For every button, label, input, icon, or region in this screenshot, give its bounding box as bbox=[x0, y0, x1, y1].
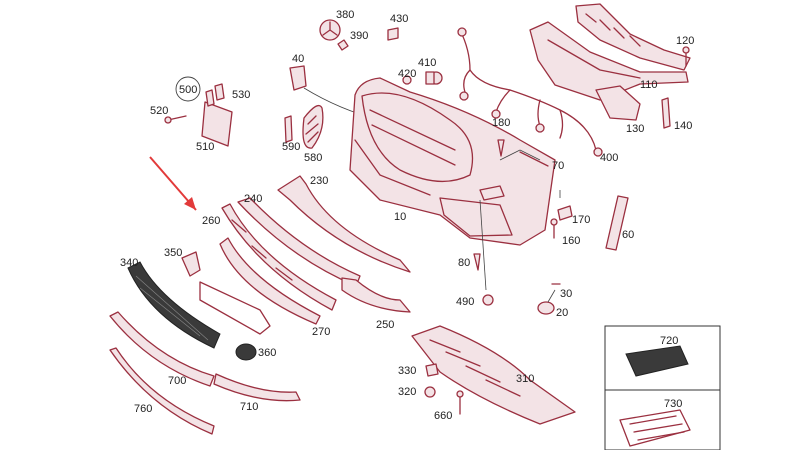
part-760-trim bbox=[109, 347, 215, 435]
part-410-sensor bbox=[425, 71, 443, 85]
part-labels: 380 430 390 120 40 410 420 500 530 520 5… bbox=[120, 9, 694, 422]
part-250-trim bbox=[341, 277, 411, 313]
label-400: 400 bbox=[600, 152, 618, 164]
part-230-trim bbox=[277, 175, 411, 273]
part-380-emblem bbox=[319, 19, 341, 41]
label-320: 320 bbox=[398, 386, 416, 398]
label-430: 430 bbox=[390, 13, 408, 25]
part-390-bracket bbox=[337, 39, 349, 51]
part-120-screw bbox=[682, 46, 690, 67]
label-20: 20 bbox=[556, 307, 568, 319]
leader-lines bbox=[499, 149, 561, 303]
part-340-grille bbox=[127, 261, 221, 349]
part-140-strip bbox=[661, 97, 671, 129]
label-530: 530 bbox=[232, 89, 250, 101]
part-420-sensor bbox=[402, 75, 412, 85]
part-500-plate-group bbox=[164, 76, 233, 147]
label-70: 70 bbox=[552, 160, 564, 172]
part-700-trim bbox=[109, 311, 215, 387]
label-170: 170 bbox=[572, 214, 590, 226]
label-230: 230 bbox=[310, 175, 328, 187]
part-720-insert bbox=[625, 345, 689, 377]
label-130: 130 bbox=[626, 123, 644, 135]
label-330: 330 bbox=[398, 365, 416, 377]
label-240: 240 bbox=[244, 193, 262, 205]
label-510: 510 bbox=[196, 141, 214, 153]
label-310: 310 bbox=[516, 373, 534, 385]
red-arrow-icon bbox=[149, 156, 197, 211]
part-660-bolt bbox=[456, 390, 464, 415]
label-340: 340 bbox=[120, 257, 138, 269]
part-130-bracket bbox=[595, 85, 641, 121]
part-20-cap bbox=[537, 301, 555, 315]
label-760: 760 bbox=[134, 403, 152, 415]
label-180: 180 bbox=[492, 117, 510, 129]
part-170-clip bbox=[557, 205, 573, 221]
part-590-clip bbox=[284, 115, 293, 143]
label-500: 500 bbox=[179, 84, 197, 96]
label-380: 380 bbox=[336, 9, 354, 21]
part-60-bracket bbox=[605, 195, 629, 251]
part-310-underbody-panel bbox=[411, 325, 576, 425]
part-360-cover bbox=[235, 343, 257, 361]
part-730-frame bbox=[619, 409, 691, 447]
part-110-impact-bar bbox=[529, 3, 691, 101]
label-120: 120 bbox=[676, 35, 694, 47]
part-70-strip bbox=[519, 151, 549, 167]
part-180-clip bbox=[497, 139, 505, 157]
part-490-sensor bbox=[479, 199, 494, 306]
part-330-clip bbox=[425, 363, 439, 377]
part-400-harness bbox=[457, 27, 603, 157]
label-140: 140 bbox=[674, 120, 692, 132]
part-80-clip bbox=[473, 253, 481, 271]
label-520: 520 bbox=[150, 105, 168, 117]
part-260-trim bbox=[221, 203, 337, 311]
label-360: 360 bbox=[258, 347, 276, 359]
part-10-bumper-cover bbox=[349, 77, 556, 246]
label-10: 10 bbox=[394, 211, 406, 223]
label-490: 490 bbox=[456, 296, 474, 308]
label-80: 80 bbox=[458, 257, 470, 269]
label-60: 60 bbox=[622, 229, 634, 241]
label-40: 40 bbox=[292, 53, 304, 65]
label-730: 730 bbox=[664, 398, 682, 410]
part-160-bolt bbox=[550, 218, 558, 239]
part-320-screw bbox=[424, 386, 436, 398]
label-110: 110 bbox=[640, 79, 658, 91]
label-660: 660 bbox=[434, 410, 452, 422]
label-590: 590 bbox=[282, 141, 300, 153]
label-700: 700 bbox=[168, 375, 186, 387]
label-270: 270 bbox=[312, 326, 330, 338]
part-430-clip bbox=[387, 27, 399, 41]
label-410: 410 bbox=[418, 57, 436, 69]
part-580-cover bbox=[302, 104, 324, 149]
label-250: 250 bbox=[376, 319, 394, 331]
part-710-trim bbox=[213, 373, 301, 402]
part-350-bracket bbox=[181, 251, 271, 335]
label-710: 710 bbox=[240, 401, 258, 413]
label-420: 420 bbox=[398, 68, 416, 80]
label-580: 580 bbox=[304, 152, 322, 164]
label-390: 390 bbox=[350, 30, 368, 42]
label-30: 30 bbox=[560, 288, 572, 300]
part-270-trim bbox=[219, 237, 321, 325]
label-160: 160 bbox=[562, 235, 580, 247]
label-260: 260 bbox=[202, 215, 220, 227]
label-350: 350 bbox=[164, 247, 182, 259]
label-720: 720 bbox=[660, 335, 678, 347]
